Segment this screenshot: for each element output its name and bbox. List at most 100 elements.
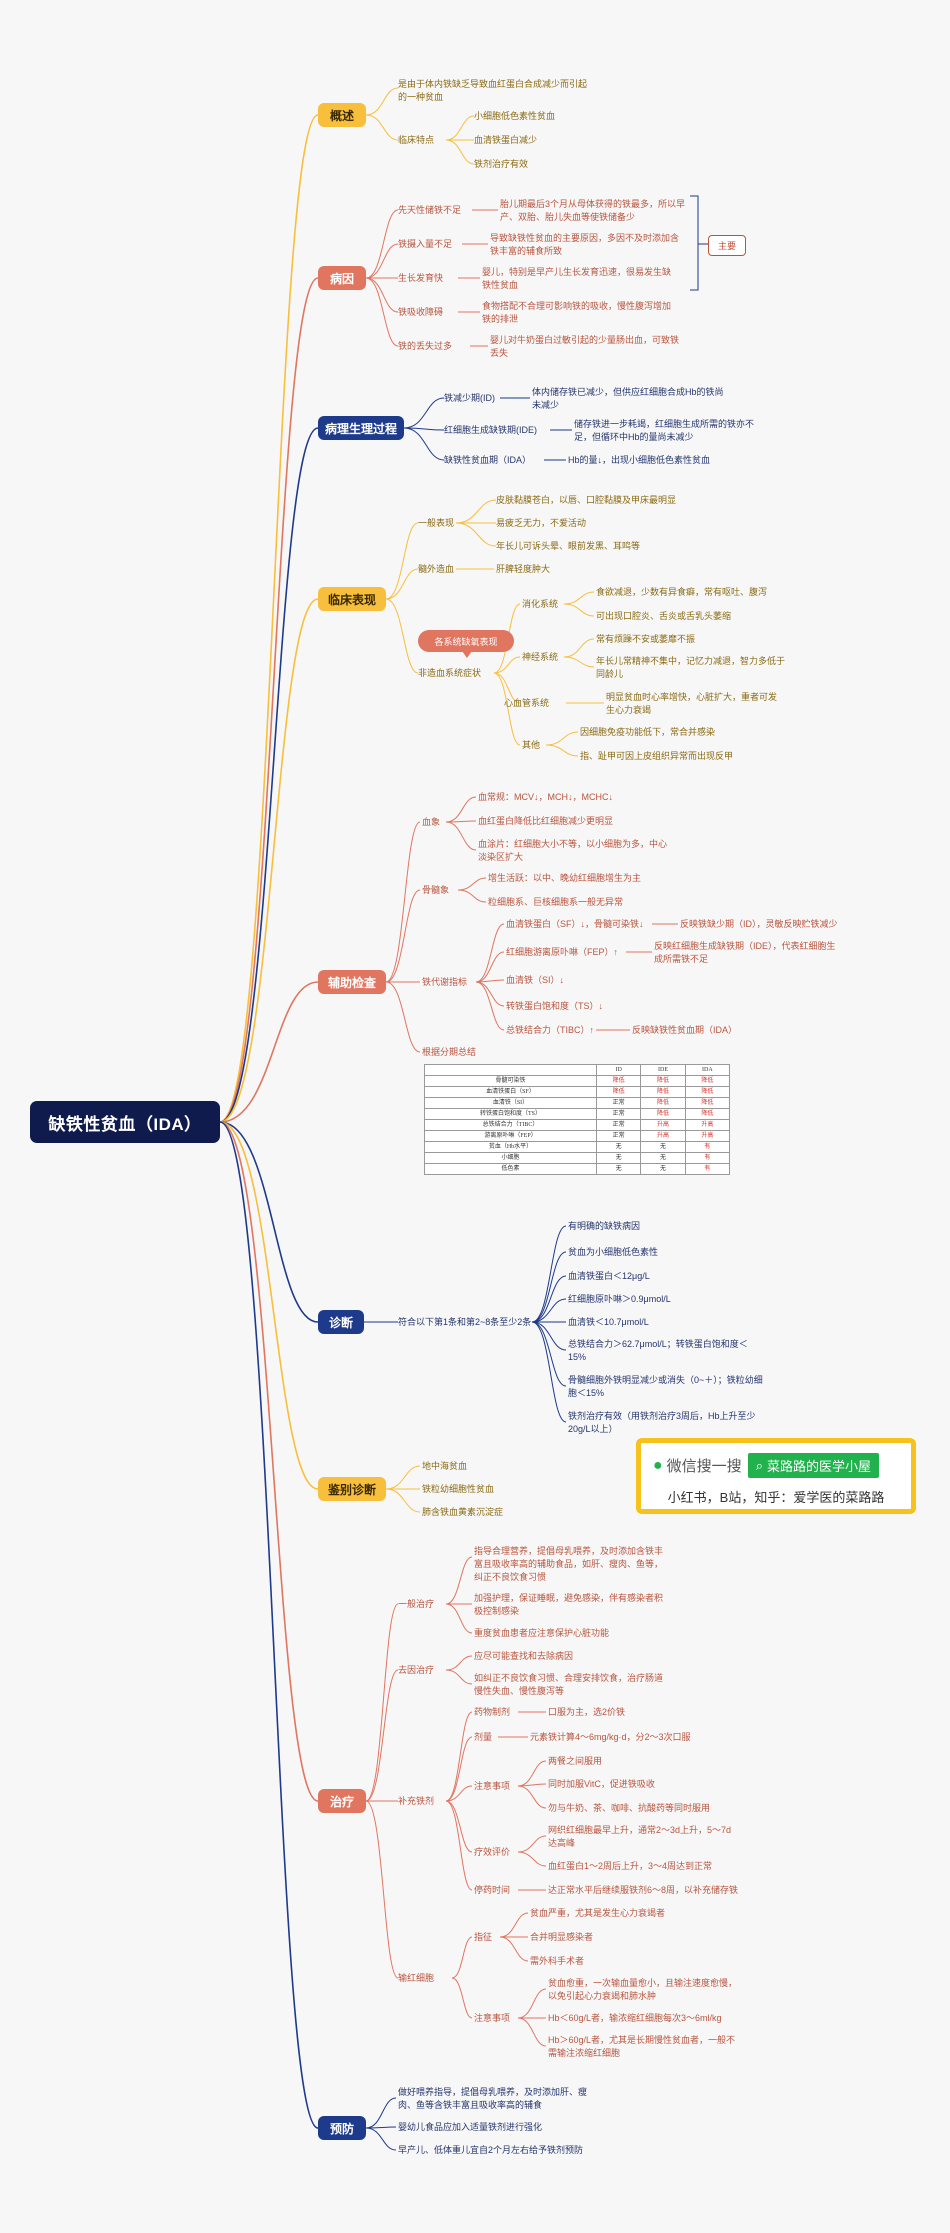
connector (445, 139, 475, 165)
connector (445, 1736, 473, 1802)
hypoxia-bubble: 各系统缺氧表现 (418, 630, 514, 658)
clinical-cardio: 心血管系统 (504, 698, 550, 708)
connector (531, 1275, 567, 1323)
table-cell: 贫血（Hb水平） (424, 1141, 597, 1153)
table-cell: 游离原卟啉（FEP） (424, 1130, 597, 1142)
aux-iron-1-detail: 反映铁缺少期（ID），灵敏反映贮铁减少 (680, 919, 838, 929)
connector (531, 1298, 567, 1323)
connector (455, 499, 497, 524)
connector (385, 522, 419, 600)
diagnosis-8: 铁剂治疗有效（用铁剂治疗3周后，Hb上升至少20g/L以上） (568, 1411, 756, 1434)
table-row: 血清铁（SI）正常降低降低 (424, 1097, 731, 1109)
table-cell: 转铁蛋白饱和度（TS） (424, 1108, 597, 1120)
connector (365, 114, 399, 141)
table-cell: 无 (595, 1141, 642, 1153)
connector (499, 1912, 529, 1938)
treat-iron-drug: 药物制剂 (474, 1707, 511, 1717)
connector (445, 1556, 473, 1605)
connector (365, 277, 399, 347)
clinical-general-3: 年长儿可诉头晕、眼前发黑、耳鸣等 (496, 541, 641, 551)
wechat-promo-box: ● 微信搜一搜 ⌕菜路路的医学小屋 小红书，B站，知乎：爱学医的菜路路 (636, 1438, 916, 1514)
treat-iron-drug-detail: 口服为主，选2价铁 (548, 1707, 626, 1717)
clinical-extramedullary: 髓外造血 (418, 564, 455, 574)
main-badge: 主要 (708, 235, 746, 256)
section-clinical[interactable]: 临床表现 (318, 587, 386, 611)
connector (385, 981, 421, 1053)
connector (403, 427, 445, 461)
diagnosis-7: 骨髓细胞外铁明显减少或消失（0~＋）；铁粒幼细胞＜15% (568, 1375, 763, 1398)
overview-features: 临床特点 (398, 135, 435, 145)
clinical-general-2: 易疲乏无力，不爱活动 (496, 518, 587, 528)
clinical-other-2: 指、趾甲可因上皮组织异常而出现反甲 (580, 751, 734, 761)
connector (365, 87, 399, 116)
section-treatment[interactable]: 治疗 (318, 1789, 366, 1813)
overview-feature-3: 铁剂治疗有效 (474, 159, 529, 169)
treat-cause: 去因治疗 (398, 1665, 435, 1675)
section-prevention[interactable]: 预防 (318, 2116, 366, 2140)
patho-stage-3-detail: Hb的量↓，出现小细胞低色素性贫血 (568, 455, 711, 465)
section-cause[interactable]: 病因 (318, 266, 366, 290)
table-cell: 正常 (595, 1130, 642, 1142)
table-row: 低色素无无有 (424, 1163, 731, 1175)
patho-stage-2: 红细胞生成缺铁期(IDE) (444, 425, 537, 435)
aux-iron-2-detail: 反映红细胞生成缺铁期（IDE），代表红细胞生成所需铁不足 (654, 941, 836, 964)
table-row: 总铁结合力（TIBC）正常升高升高 (424, 1119, 731, 1131)
bracket (690, 195, 708, 291)
table-cell: 无 (640, 1152, 686, 1164)
connector (385, 1488, 421, 1513)
table-row: 转铁蛋白饱和度（TS）正常降低降低 (424, 1108, 731, 1120)
cause-5-detail: 婴儿对牛奶蛋白过敏引起的少量肠出血，可致铁丢失 (490, 335, 680, 358)
connector (365, 243, 399, 279)
patho-stage-1: 铁减少期(ID) (444, 393, 495, 403)
connector (563, 638, 595, 658)
treat-indication-1: 贫血严重，尤其是发生心力衰竭者 (530, 1908, 666, 1918)
prevention-1: 做好喂养指导，提倡母乳喂养，及时添加肝、瘦肉、鱼等含铁丰富且吸收率高的辅食 (398, 2087, 588, 2110)
table-cell: 无 (595, 1152, 642, 1164)
table-cell: 降低 (684, 1097, 731, 1109)
table-cell: 无 (640, 1163, 686, 1175)
connector (365, 277, 399, 313)
table-cell: 降低 (684, 1075, 731, 1087)
treat-indication-3: 需外科手术者 (530, 1956, 585, 1966)
table-cell: 降低 (640, 1097, 686, 1109)
table-row: 小细胞无无有 (424, 1152, 731, 1164)
section-overview[interactable]: 概述 (318, 103, 366, 127)
connector (385, 568, 419, 600)
wechat-search-box[interactable]: ⌕菜路路的医学小屋 (747, 1453, 879, 1478)
connector (219, 427, 319, 1123)
section-differential[interactable]: 鉴别诊断 (318, 1477, 386, 1501)
connector (531, 1251, 567, 1323)
connector (517, 1760, 547, 1787)
connector (517, 1785, 547, 1809)
diagnosis-lead: 符合以下第1条和第2~8条至少2条 (398, 1317, 532, 1327)
connector (445, 1711, 473, 1802)
connector (365, 1669, 399, 1802)
connector (219, 1121, 319, 1490)
aux-table-title: 根据分期总结 (422, 1047, 477, 1057)
treat-transfusion: 输红细胞 (398, 1973, 435, 1983)
search-icon: ⌕ (755, 1457, 763, 1473)
diagnosis-6: 总铁结合力＞62.7μmol/L；转铁蛋白饱和度＜15% (568, 1339, 748, 1362)
connector (365, 2127, 397, 2151)
aux-iron-3: 血清铁（SI）↓ (506, 975, 565, 985)
cause-1-detail: 胎儿期最后3个月从母体获得的铁最多，所以早产、双胎、胎儿失血等使铁储备少 (500, 199, 686, 222)
treat-iron-eval: 疗效评价 (474, 1847, 511, 1857)
connector (563, 603, 595, 617)
root-node[interactable]: 缺铁性贫血（IDA） (30, 1101, 220, 1143)
table-cell: 正常 (595, 1108, 642, 1120)
section-diagnosis[interactable]: 诊断 (318, 1310, 364, 1334)
clinical-nervous-2: 年长儿常精神不集中，记忆力减退，智力多低于同龄儿 (596, 656, 786, 679)
diagnosis-2: 贫血为小细胞低色素性 (568, 1247, 659, 1257)
patho-stage-2-detail: 储存铁进一步耗竭，红细胞生成所需的铁亦不足，但循环中Hb的量尚未减少 (574, 419, 755, 442)
table-cell: 降低 (640, 1086, 686, 1098)
table-cell: 正常 (595, 1097, 642, 1109)
treat-general: 一般治疗 (398, 1599, 435, 1609)
connector (385, 889, 421, 983)
section-pathophysiology[interactable]: 病理生理过程 (318, 416, 404, 440)
clinical-digestive: 消化系统 (522, 599, 559, 609)
section-aux-exam[interactable]: 辅助检查 (318, 970, 386, 994)
differential-1: 地中海贫血 (422, 1461, 468, 1471)
connector (445, 1785, 473, 1802)
treat-iron: 补充铁剂 (398, 1796, 435, 1806)
table-cell: 无 (640, 1141, 686, 1153)
